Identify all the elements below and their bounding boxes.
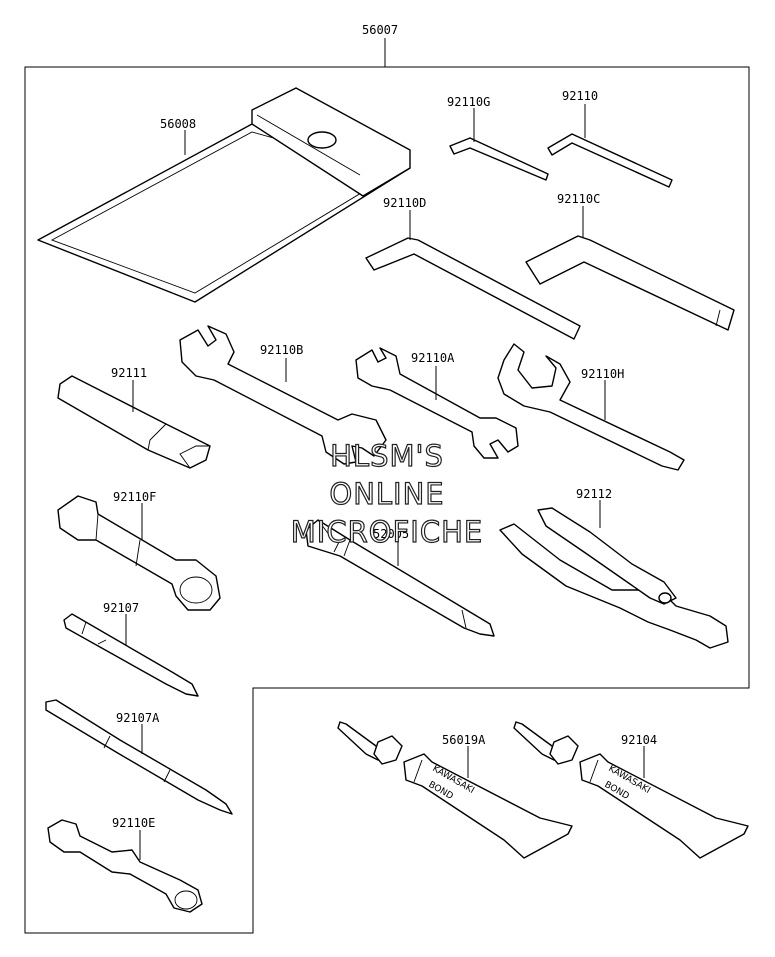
label-92110E[interactable]: 92110E	[112, 816, 155, 830]
spanner-92110H[interactable]	[497, 343, 685, 471]
label-92107A[interactable]: 92107A	[116, 711, 160, 725]
hex-key-92110G[interactable]	[449, 137, 549, 181]
bit-92107[interactable]	[63, 613, 199, 697]
label-92110B[interactable]: 92110B	[260, 343, 303, 357]
tool-pouch[interactable]	[37, 87, 411, 303]
watermark: HLSM'S ONLINE MICROFICHE	[290, 438, 483, 549]
label-92110A[interactable]: 92110A	[411, 351, 455, 365]
socket-wrench-92110E[interactable]	[47, 819, 203, 913]
kit-frame	[24, 66, 750, 934]
handle-92111[interactable]	[57, 375, 211, 469]
pliers-92112[interactable]	[499, 507, 729, 649]
extension-bar-52005[interactable]	[305, 519, 495, 637]
label-92110G[interactable]: 92110G	[447, 95, 490, 109]
label-56007[interactable]: 56007	[362, 23, 398, 37]
bond-tube-92104[interactable]: KAWASAKI BOND	[513, 721, 749, 859]
label-92110D[interactable]: 92110D	[383, 196, 426, 210]
label-92112[interactable]: 92112	[576, 487, 612, 501]
label-92110C[interactable]: 92110C	[557, 192, 600, 206]
label-52005[interactable]: 52005	[373, 527, 409, 541]
box-wrench-92110F[interactable]	[57, 495, 221, 611]
wrench-92110A[interactable]	[355, 347, 519, 459]
hex-key-92110C[interactable]	[525, 235, 735, 331]
label-92110H[interactable]: 92110H	[581, 367, 624, 381]
label-56008[interactable]: 56008	[160, 117, 196, 131]
label-56019A[interactable]: 56019A	[442, 733, 486, 747]
label-92110[interactable]: 92110	[562, 89, 598, 103]
label-92107[interactable]: 92107	[103, 601, 139, 615]
watermark-line-3: MICROFICHE	[291, 515, 483, 549]
watermark-line-1: HLSM'S	[330, 439, 444, 473]
label-92104[interactable]: 92104	[621, 733, 657, 747]
wrench-92110B[interactable]	[179, 325, 387, 465]
label-92111[interactable]: 92111	[111, 366, 147, 380]
label-92110F[interactable]: 92110F	[113, 490, 156, 504]
watermark-line-2: ONLINE	[329, 477, 444, 511]
bit-92107A[interactable]	[45, 699, 233, 815]
hex-key-92110[interactable]	[547, 133, 673, 188]
